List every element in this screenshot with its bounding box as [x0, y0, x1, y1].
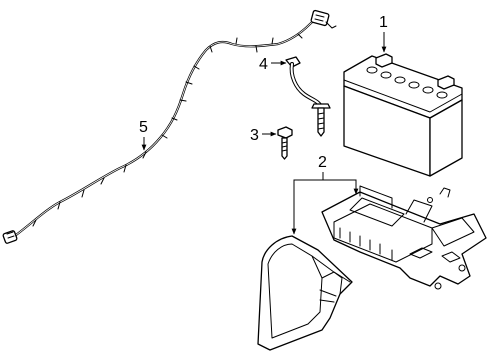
callout-4: 4: [259, 56, 287, 73]
callout-3: 3: [250, 127, 277, 144]
bolt: [277, 126, 293, 160]
battery-cover: [257, 235, 353, 351]
callout-1-number: 1: [379, 14, 388, 31]
callout-1: 1: [379, 14, 388, 53]
battery: [343, 53, 463, 177]
callout-3-number: 3: [250, 127, 259, 144]
callout-2: 2: [291, 154, 359, 235]
ground-cable: [285, 56, 331, 137]
callout-5-number: 5: [139, 119, 148, 136]
wire-harness: [2, 9, 337, 244]
callout-5: 5: [139, 119, 148, 151]
callout-4-number: 4: [259, 56, 268, 73]
callout-2-number: 2: [318, 154, 327, 171]
battery-tray: [321, 185, 487, 290]
